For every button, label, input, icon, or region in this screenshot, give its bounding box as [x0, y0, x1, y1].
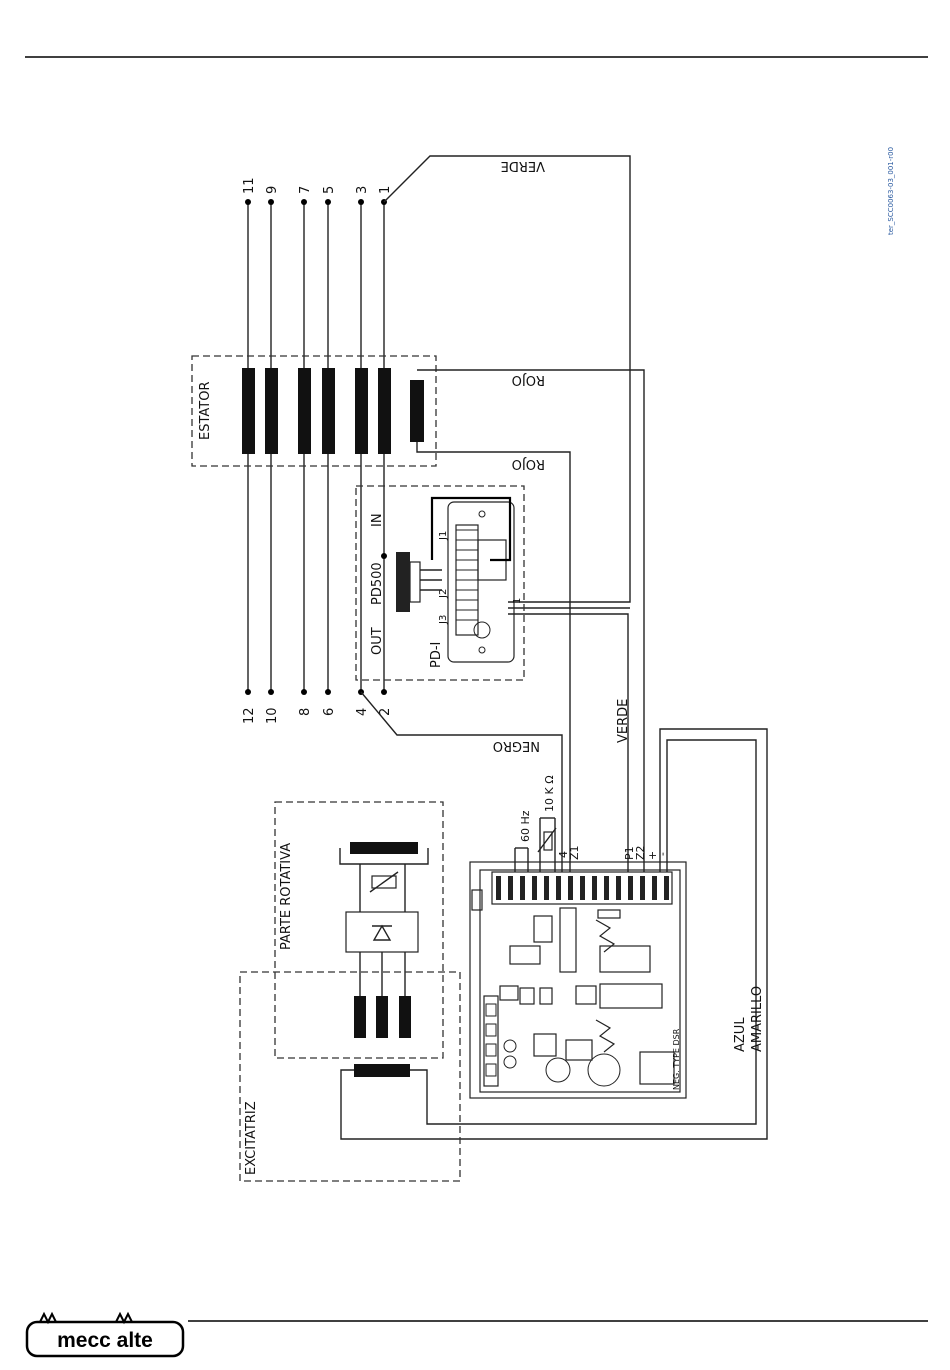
top-terminals: 11 9 7 5 3 1 — [242, 177, 393, 205]
wire-amarillo-label: AMARILLO — [750, 986, 765, 1052]
pd500-name: PD500 — [370, 562, 385, 605]
terminal-10: 10 — [265, 707, 280, 724]
pd-model: PD-I — [429, 642, 444, 668]
wire-amarillo — [410, 740, 756, 1124]
pd-board — [432, 498, 514, 662]
regulator-board — [470, 862, 686, 1098]
estator-label: ESTATOR — [198, 382, 213, 441]
logo-text: mecc alte — [57, 1329, 153, 1352]
wire-rojo-1 — [417, 370, 644, 860]
reg-terminal-minus: - — [656, 852, 669, 856]
exciter-coil — [354, 1064, 410, 1077]
stator-coils — [242, 368, 424, 454]
pd-connector-j3: J3 — [438, 615, 449, 625]
terminal-5: 5 — [322, 186, 337, 194]
pd-transformer — [396, 552, 442, 612]
mecc-alte-logo: mecc alte — [27, 1314, 183, 1356]
wire-negro-label: NEGRO — [493, 738, 540, 753]
parte-rotativa-label: PARTE ROTATIVA — [279, 843, 294, 950]
bottom-terminals: 12 10 8 6 4 2 — [242, 689, 393, 724]
excitatriz-label: EXCITATRIZ — [244, 1101, 259, 1175]
terminal-12: 12 — [242, 707, 257, 724]
pd-connector-j1: J1 — [438, 531, 449, 541]
pd-out-label: OUT — [370, 627, 385, 655]
terminal-6: 6 — [322, 708, 337, 716]
pd-pin-one: 1 — [512, 598, 523, 604]
rotor-assembly — [340, 842, 428, 1038]
wire-verde-top-label: VERDE — [501, 158, 545, 173]
wire-verde-top — [384, 156, 630, 602]
estator-box — [192, 356, 436, 466]
regulator-board-text: NEG. TYPE DSR — [672, 1028, 681, 1090]
pd-connector-j2: J2 — [438, 589, 449, 599]
terminal-7: 7 — [298, 186, 313, 194]
wire-azul-label: AZUL — [733, 1017, 748, 1052]
terminal-3: 3 — [355, 186, 370, 194]
reg-terminal-z1: Z1 — [568, 845, 581, 860]
terminal-9: 9 — [265, 186, 280, 194]
reg-freq-label: 60 Hz — [519, 810, 532, 842]
wire-rojo-2-label: ROJO — [512, 456, 545, 471]
reg-resistor-label: 10 K Ω — [543, 775, 556, 812]
terminal-8: 8 — [298, 708, 313, 716]
terminal-4: 4 — [355, 708, 370, 716]
wire-rojo-1-label: ROJO — [512, 372, 545, 387]
terminal-1: 1 — [378, 186, 393, 194]
wire-verde-mid-label: VERDE — [616, 699, 631, 743]
doc-code: ter_SCC0063-03_001-r00 — [887, 147, 895, 235]
pd-in-label: IN — [370, 513, 385, 527]
terminal-11: 11 — [242, 177, 257, 194]
